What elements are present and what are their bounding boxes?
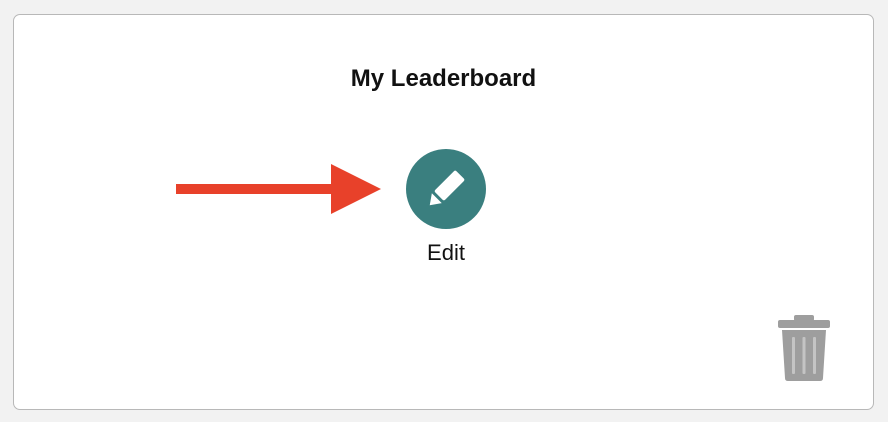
right-arrow-icon [176, 164, 381, 214]
card-title: My Leaderboard [350, 65, 537, 92]
edit-button[interactable]: Edit [396, 148, 496, 268]
leaderboard-card: My Leaderboard Edit [13, 14, 874, 410]
pencil-icon [429, 170, 465, 206]
edit-label: Edit [427, 240, 465, 265]
trash-icon[interactable] [778, 315, 830, 383]
edit-circle[interactable] [406, 149, 486, 229]
